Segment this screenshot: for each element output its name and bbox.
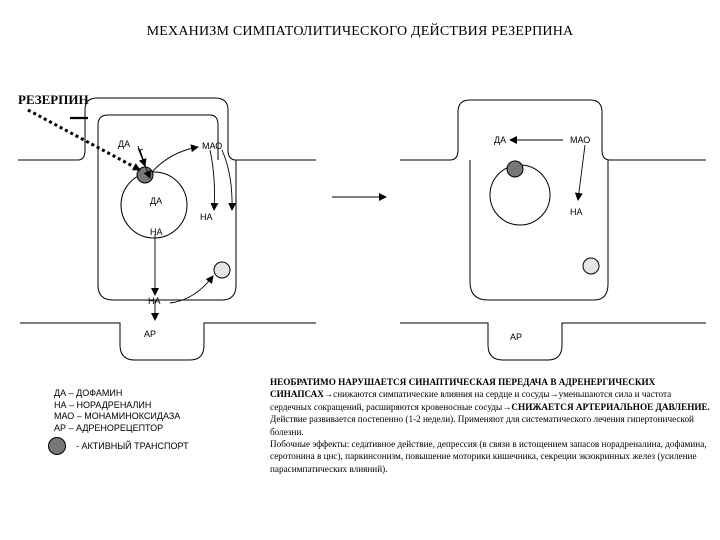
left-reuptake-arrow: [169, 275, 214, 304]
right-label-na: НА: [570, 207, 583, 217]
right-mao-to-na-arrow: [574, 144, 586, 201]
transporter-icon: [48, 437, 66, 455]
left-mao-to-na-arrow: [209, 149, 219, 211]
left-label-receptor: АР: [144, 329, 156, 339]
left-synapse: РЕЗЕРПИН ДА МАО ДА НА НА НА АР: [18, 92, 316, 361]
reserpine-label: РЕЗЕРПИН: [18, 92, 89, 107]
right-vesicle-transporter: [506, 160, 524, 178]
left-label-da-top: ДА: [118, 139, 130, 149]
legend-line-da: ДА – ДОФАМИН: [54, 388, 123, 398]
left-mao-curve-arrow: [221, 149, 237, 211]
legend-line-na: НА – НОРАДРЕНАЛИН: [54, 399, 152, 410]
desc-bold-1: НЕОБРАТИМО НАРУШАЕТСЯ СИНАПТИЧЕСКАЯ ПЕРЕ…: [270, 377, 656, 400]
legend-transport: - АКТИВНЫЙ ТРАНСПОРТ: [48, 437, 248, 455]
legend: ДА – ДОФАМИН НА – НОРАДРЕНАЛИН МАО – МОН…: [54, 388, 264, 434]
right-label-mao: МАО: [570, 135, 590, 145]
desc-bold-2: СНИЖАЕТСЯ АРТЕРИАЛЬНОЕ ДАВЛЕНИЕ.: [511, 401, 710, 412]
right-membrane-transporter: [582, 257, 600, 275]
legend-transport-label: - АКТИВНЫЙ ТРАНСПОРТ: [76, 441, 189, 451]
left-vesicle: [120, 171, 188, 239]
left-label-da-vesicle: ДА: [150, 196, 162, 206]
legend-line-ar: АР – АДРЕНОРЕЦЕПТОР: [54, 422, 164, 433]
right-presynaptic-membrane: [400, 99, 706, 161]
description-paragraph-2: Действие развивается постепенно (1-2 нед…: [270, 414, 694, 437]
left-postsynaptic-membrane: [20, 322, 316, 361]
right-terminal-body: [469, 160, 609, 301]
left-presynaptic-membrane: [18, 97, 316, 161]
left-label-na-out: НА: [200, 212, 213, 222]
right-synapse: ДА МАО НА АР: [400, 99, 706, 361]
left-terminal-body: [97, 160, 237, 301]
right-label-receptor: АР: [510, 332, 522, 342]
description-paragraph-1: НЕОБРАТИМО НАРУШАЕТСЯ СИНАПТИЧЕСКАЯ ПЕРЕ…: [270, 376, 710, 413]
left-label-na-cleft: НА: [148, 296, 161, 306]
left-da-synthesis-arrow: [137, 147, 152, 179]
left-presynaptic-inner: [97, 114, 219, 160]
right-label-da-top: ДА: [494, 135, 506, 145]
legend-line-mao: МАО – МОНАМИНОКСИДАЗА: [54, 411, 181, 421]
left-label-na-vesicle: НА: [150, 227, 163, 237]
description-paragraph-3: Побочные эффекты: седативное действие, д…: [270, 439, 707, 474]
left-da-to-mao-arrow: [151, 144, 199, 173]
right-postsynaptic-membrane: [400, 322, 706, 361]
left-membrane-transporter: [213, 261, 231, 279]
description: НЕОБРАТИМО НАРУШАЕТСЯ СИНАПТИЧЕСКАЯ ПЕРЕ…: [270, 376, 710, 475]
diagram-title: МЕХАНИЗМ СИМПАТОЛИТИЧЕСКОГО ДЕЙСТВИЯ РЕЗ…: [146, 24, 574, 39]
desc-text-1: снижаются симпатические влияния на сердц…: [270, 389, 672, 412]
left-label-mao: МАО: [202, 141, 222, 151]
